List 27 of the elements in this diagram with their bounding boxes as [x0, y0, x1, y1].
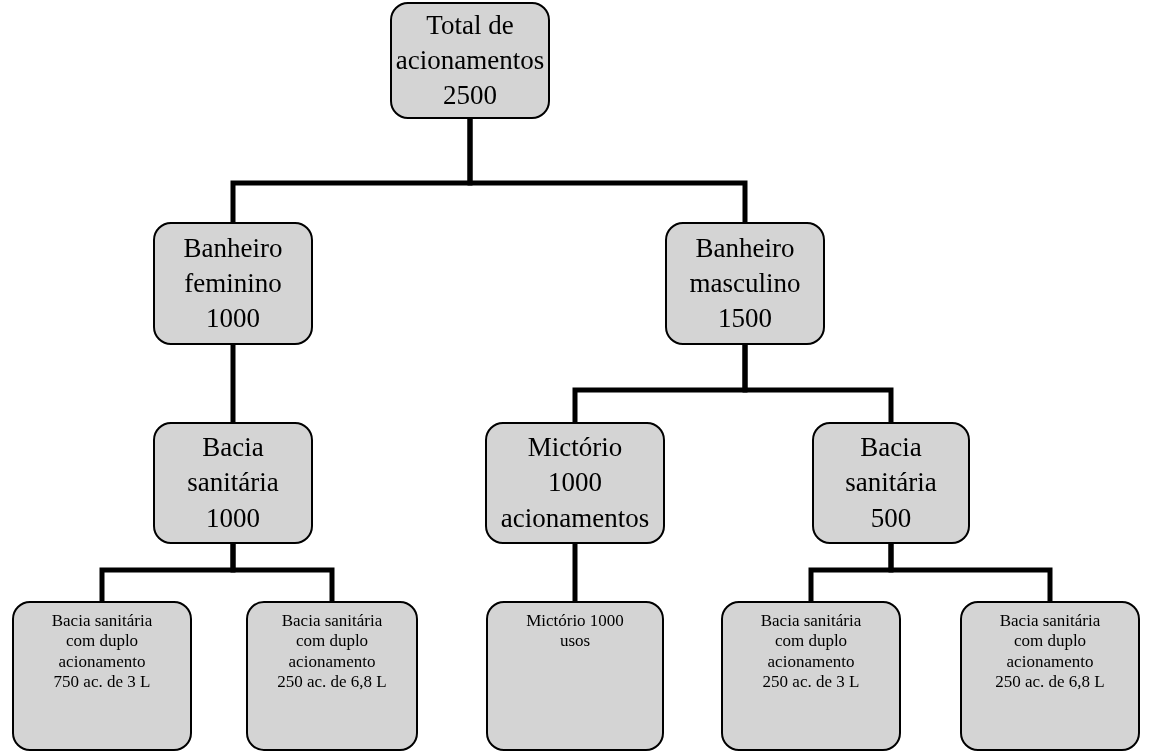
- connector-line: [742, 345, 894, 422]
- rounded-box: [153, 222, 313, 345]
- node-text: Mictório 1000 usos: [525, 611, 625, 652]
- rounded-box: [153, 422, 313, 544]
- node-text: Bacia sanitária com duplo acionamento 250 ac. de 3 L: [759, 611, 863, 693]
- node-text: Bacia sanitária com duplo acionamento 750 ac. de 3 L: [50, 611, 154, 693]
- node-text: Bacia sanitária 1000: [186, 431, 280, 535]
- connector-line: [230, 345, 236, 422]
- rounded-box: [960, 601, 1140, 751]
- rounded-box: [812, 422, 970, 544]
- rounded-box: [12, 601, 192, 751]
- rounded-box: [721, 601, 901, 751]
- node-text: Total de acionamentos 2500: [394, 8, 546, 113]
- node-text: Banheiro masculino 1500: [688, 231, 802, 336]
- rounded-box: [246, 601, 418, 751]
- connector-line: [572, 544, 578, 601]
- rounded-box: [485, 422, 665, 544]
- rounded-box: [486, 601, 664, 751]
- node-text: Bacia sanitária 500: [844, 431, 938, 535]
- node-text: Bacia sanitária com duplo acionamento 250 ac. de 6,8 L: [994, 611, 1106, 693]
- connector-line: [230, 544, 335, 601]
- node-text: Bacia sanitária com duplo acionamento 250 ac. de 6,8 L: [276, 611, 388, 693]
- rounded-box: [665, 222, 825, 345]
- connector-line: [888, 544, 1053, 601]
- connector-line: [467, 119, 748, 222]
- node-text: Mictório 1000 acionamentos: [500, 431, 650, 535]
- node-text: Banheiro feminino 1000: [182, 231, 284, 336]
